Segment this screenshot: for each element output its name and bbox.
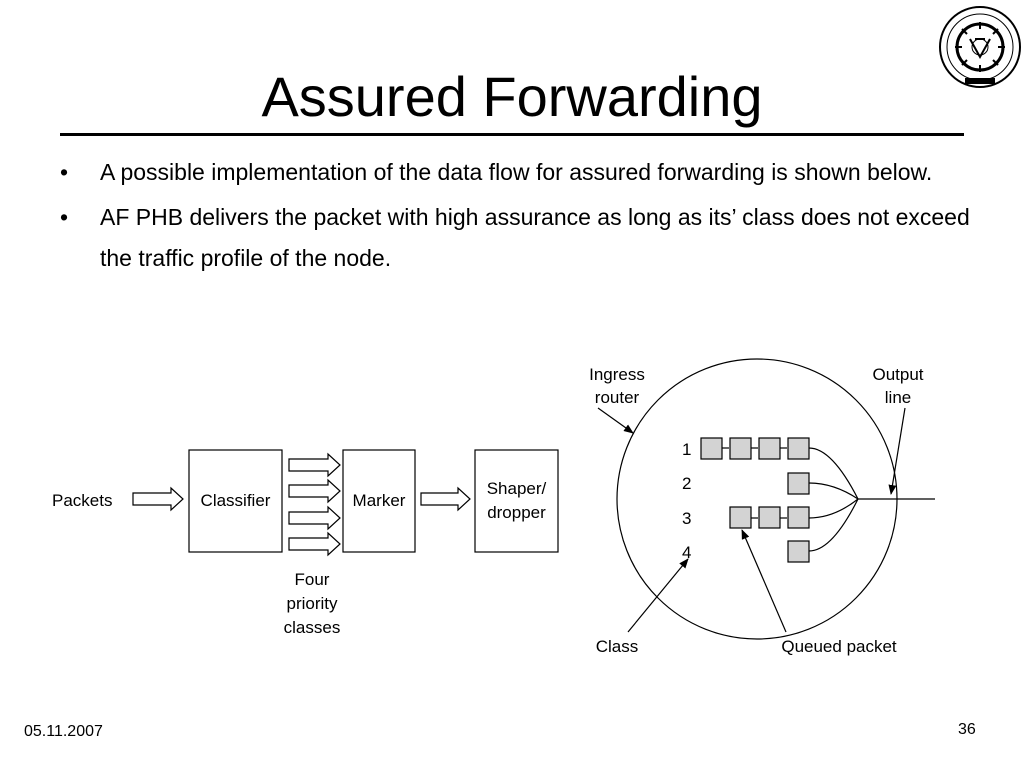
queued-packet-label: Queued packet (781, 637, 897, 656)
output-label-line2: line (885, 388, 911, 407)
queued-packet (758, 437, 781, 460)
priority-arrow (288, 478, 341, 504)
bullet-item: • AF PHB delivers the packet with high a… (60, 197, 970, 279)
priority-label-line2: priority (286, 594, 338, 613)
title-divider (60, 133, 964, 136)
bullet-item: • A possible implementation of the data … (60, 152, 970, 193)
ingress-label-line1: Ingress (589, 365, 645, 384)
priority-arrows (288, 452, 341, 557)
class-number-1: 1 (682, 440, 691, 459)
priority-arrow (288, 531, 341, 557)
footer-date: 05.11.2007 (24, 723, 103, 740)
marker-box (342, 449, 416, 553)
queued-packet (700, 437, 723, 460)
ingress-label-line2: router (595, 388, 640, 407)
bullet-text: A possible implementation of the data fl… (100, 159, 933, 185)
queue-connectors (722, 447, 935, 552)
bullet-marker: • (60, 204, 69, 230)
ingress-router-circle (616, 358, 898, 640)
class-number-4: 4 (682, 543, 691, 562)
class-number-2: 2 (682, 474, 691, 493)
shaper-label-line1: Shaper/ (487, 479, 547, 498)
queued-packet (729, 437, 752, 460)
output-pointer (888, 407, 906, 495)
priority-arrow (288, 452, 341, 478)
priority-label-line1: Four (295, 570, 330, 589)
class-number-3: 3 (682, 509, 691, 528)
queued-packets (700, 437, 810, 563)
bullet-list: • A possible implementation of the data … (60, 152, 970, 283)
priority-arrow (288, 505, 341, 531)
class-pointer (627, 558, 689, 633)
priority-label-line3: classes (284, 618, 341, 637)
queued-packet (787, 437, 810, 460)
queued-packet (787, 472, 810, 495)
shaper-box (474, 449, 559, 553)
page-number: 36 (958, 721, 976, 738)
ingress-pointer (597, 407, 634, 434)
marker-to-shaper-arrow (420, 486, 471, 512)
marker-label: Marker (353, 491, 406, 510)
packets-arrow (132, 486, 184, 512)
classifier-box (188, 449, 283, 553)
queued-packet-pointer (741, 529, 787, 633)
slide-title: Assured Forwarding (261, 65, 763, 128)
classifier-label: Classifier (201, 491, 271, 510)
output-label-line1: Output (872, 365, 923, 384)
class-label: Class (596, 637, 639, 656)
queued-packet (787, 506, 810, 529)
shaper-label-line2: dropper (487, 503, 546, 522)
bullet-text: AF PHB delivers the packet with high ass… (100, 204, 970, 271)
queued-packet (729, 506, 752, 529)
packets-label: Packets (52, 491, 112, 510)
af-dataflow-diagram: Packets Classifier Marker Shaper/ droppe… (52, 358, 935, 656)
queued-packet (787, 540, 810, 563)
institute-seal-logo (939, 6, 1021, 88)
bullet-marker: • (60, 159, 69, 185)
queued-packet (758, 506, 781, 529)
